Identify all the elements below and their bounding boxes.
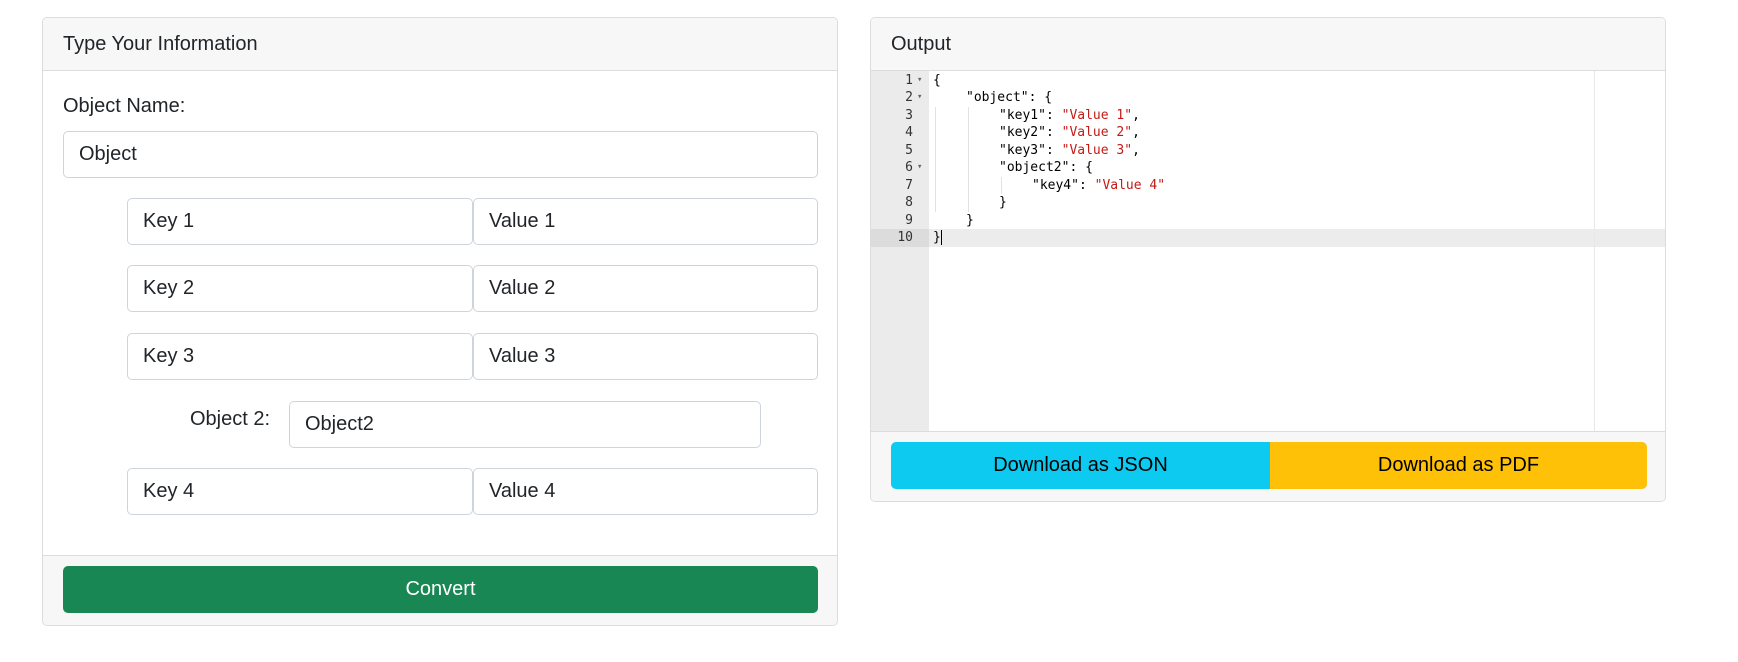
- indent-guide: [935, 176, 936, 194]
- code-token: }: [999, 195, 1007, 210]
- code-text: "object2": {: [999, 159, 1093, 177]
- indent-guide: [968, 106, 969, 124]
- json-code-editor[interactable]: 1 ▾ {2 ▾ "object": { 3 "key1": "Value 1", 4 "key…: [871, 71, 1665, 433]
- convert-button[interactable]: Convert: [63, 566, 818, 613]
- form-card-footer: Convert: [43, 555, 837, 625]
- code-line: 7 "key4": "Value 4": [871, 176, 1665, 195]
- fold-toggle-icon[interactable]: ▾: [917, 74, 923, 85]
- json-punctuation-token: ,: [1132, 125, 1140, 140]
- json-punctuation-token: ,: [1132, 142, 1140, 158]
- output-card: Output 1 ▾ {2 ▾ "object": { 3 "key1": "Value 1…: [870, 17, 1666, 502]
- code-text: "key4": "Value 4": [1032, 177, 1165, 195]
- indent-guide: [968, 124, 969, 142]
- object-2-label: Object 2:: [190, 408, 271, 430]
- code-line: 10}: [871, 229, 1665, 247]
- output-card-footer: Download as JSON Download as PDF: [871, 431, 1665, 501]
- line-number: 9: [905, 212, 913, 228]
- indent-guide: [968, 176, 969, 194]
- indent-guide: [968, 194, 969, 212]
- indent-guide: [935, 106, 936, 124]
- json-string-token: "Value 3": [1061, 142, 1133, 158]
- code-line: 4 "key2": "Value 2",: [871, 124, 1665, 142]
- value-3-input[interactable]: [473, 333, 818, 380]
- indent-guide: [968, 159, 969, 177]
- code-line: 9}: [871, 212, 1665, 230]
- json-string-token: "Value 1": [1061, 107, 1133, 123]
- json-key-token: "key1":: [999, 107, 1062, 123]
- value-1-input[interactable]: [473, 198, 818, 245]
- key-2-input[interactable]: [127, 265, 473, 312]
- object-name-label: Object Name:: [63, 95, 186, 117]
- code-line: 1 ▾ {: [871, 72, 1665, 90]
- code-text: "key2": "Value 2",: [999, 124, 1140, 142]
- indent-guide: [935, 194, 936, 212]
- line-number: 10: [897, 230, 913, 245]
- code-token: "object": {: [966, 90, 1053, 105]
- line-number: 7: [905, 177, 913, 193]
- code-line: 2 ▾ "object": {: [871, 89, 1665, 107]
- object-name-input[interactable]: [63, 131, 818, 178]
- code-text: }: [999, 194, 1007, 212]
- indent-guide: [935, 124, 936, 142]
- line-number: 3: [905, 107, 913, 123]
- line-number: 2: [905, 90, 913, 105]
- code-text: }: [933, 229, 942, 247]
- editor-gutter: [871, 71, 929, 433]
- key-3-input[interactable]: [127, 333, 473, 380]
- indent-guide: [935, 141, 936, 159]
- value-4-input[interactable]: [473, 468, 818, 515]
- active-gutter-highlight: [871, 229, 929, 247]
- code-token: }: [933, 230, 941, 245]
- line-number: 8: [905, 195, 913, 210]
- code-text: {: [933, 72, 941, 90]
- print-margin: [1594, 71, 1595, 433]
- json-key-token: "key4":: [1032, 177, 1095, 193]
- key-4-input[interactable]: [127, 468, 473, 515]
- code-line: 8}: [871, 194, 1665, 212]
- download-pdf-button[interactable]: Download as PDF: [1270, 442, 1647, 489]
- code-token: }: [966, 212, 974, 228]
- fold-toggle-icon[interactable]: ▾: [917, 162, 923, 172]
- json-punctuation-token: ,: [1132, 107, 1140, 123]
- active-line-highlight: [871, 229, 1665, 247]
- line-number: 5: [905, 142, 913, 158]
- code-text: }: [966, 212, 974, 230]
- code-text: "key1": "Value 1",: [999, 107, 1140, 125]
- line-number: 4: [905, 125, 913, 140]
- indent-guide: [1001, 176, 1002, 194]
- code-text: "key3": "Value 3",: [999, 142, 1140, 160]
- code-line: 5 "key3": "Value 3",: [871, 141, 1665, 160]
- line-number: 6: [905, 160, 913, 175]
- object-2-name-input[interactable]: [289, 401, 761, 448]
- code-token: {: [933, 72, 941, 88]
- code-line: 6 ▾ "object2": {: [871, 159, 1665, 177]
- fold-toggle-icon[interactable]: ▾: [917, 92, 923, 102]
- json-key-token: "key2":: [999, 125, 1062, 140]
- indent-guide: [968, 141, 969, 159]
- json-key-token: "key3":: [999, 142, 1062, 158]
- download-json-button[interactable]: Download as JSON: [891, 442, 1270, 489]
- text-cursor: [940, 230, 942, 245]
- input-form-card: Type Your Information Object Name: Objec…: [42, 17, 838, 626]
- json-string-token: "Value 2": [1061, 125, 1133, 140]
- json-string-token: "Value 4": [1094, 177, 1166, 193]
- line-number: 1: [905, 72, 913, 88]
- output-card-header: Output: [871, 18, 1665, 71]
- key-1-input[interactable]: [127, 198, 473, 245]
- indent-guide: [935, 159, 936, 177]
- value-2-input[interactable]: [473, 265, 818, 312]
- code-line: 3 "key1": "Value 1",: [871, 106, 1665, 125]
- code-token: "object2": {: [999, 160, 1093, 175]
- form-card-header: Type Your Information: [43, 18, 837, 71]
- code-text: "object": {: [966, 89, 1052, 107]
